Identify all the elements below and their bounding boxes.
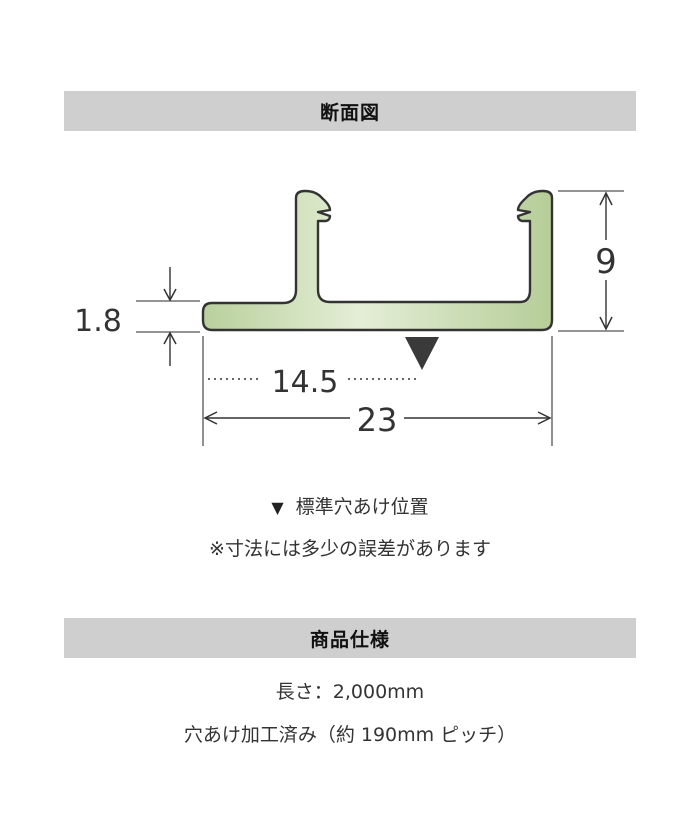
width-arrow-right [537, 411, 552, 425]
spec-hole-pitch: 穴あけ加工済み（約 190mm ピッチ） [183, 724, 517, 746]
thickness-arrow-top [163, 288, 177, 302]
width-arrow-left [203, 411, 218, 425]
height-arrow-bottom [599, 316, 613, 331]
spec-header: 商品仕様 [64, 618, 636, 658]
cross-section-header: 断面図 [64, 91, 636, 131]
thickness-dimension-label: 1.8 [74, 304, 122, 339]
hole-offset-label: 14.5 [272, 365, 339, 400]
spec-title: 商品仕様 [309, 628, 390, 651]
hole-position-label: 標準穴あけ位置 [295, 496, 429, 518]
cross-section-diagram: 9 1.8 14.5 23 [74, 189, 624, 446]
spec-length: 長さ：2,000mm [275, 681, 425, 703]
height-arrow-top [599, 191, 613, 206]
height-dimension-label: 9 [595, 242, 617, 282]
hole-position-note: ▼ 標準穴あけ位置 [0, 492, 700, 519]
profile-shape [201, 189, 554, 332]
tolerance-note: ※寸法には多少の誤差があります [209, 538, 491, 560]
hole-marker-legend-icon: ▼ [271, 498, 284, 517]
cross-section-title: 断面図 [319, 101, 380, 124]
width-dimension-label: 23 [357, 401, 398, 439]
hole-marker-triangle [405, 337, 439, 370]
thickness-arrow-bottom [163, 331, 177, 345]
